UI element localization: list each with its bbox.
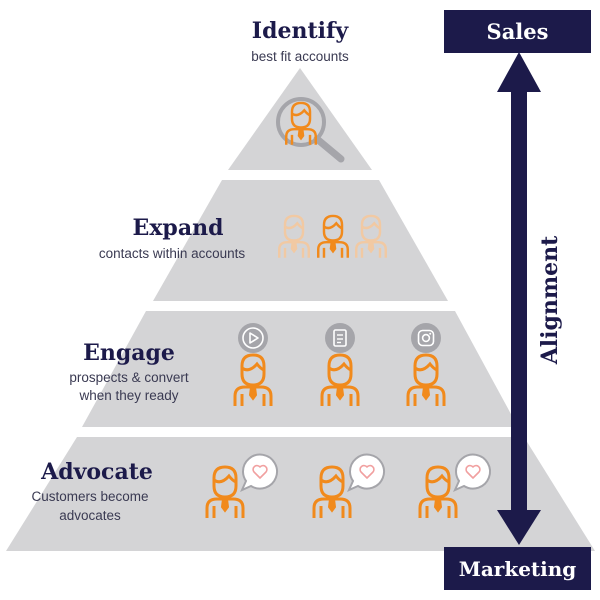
marketing-box: Marketing xyxy=(444,547,591,590)
tier-expand: Expand contacts within accounts xyxy=(99,180,448,301)
search-person-icon xyxy=(276,97,345,163)
tier-expand-band xyxy=(153,180,448,301)
tier-advocate-band xyxy=(6,437,595,551)
instagram-icon xyxy=(411,323,441,353)
sales-box: Sales xyxy=(444,10,591,53)
tier-expand-title: Expand xyxy=(133,215,224,241)
person-heart-bubble-icon xyxy=(205,453,278,520)
alignment-axis: Sales Marketing Alignment xyxy=(444,10,591,590)
tier-expand-subtitle: contacts within accounts xyxy=(99,246,246,261)
tier-advocate-subtitle-line2: advocates xyxy=(59,508,121,523)
alignment-label: Alignment xyxy=(537,235,563,365)
tier-advocate-title: Advocate xyxy=(40,459,153,485)
tier-identify-subtitle: best fit accounts xyxy=(251,49,349,64)
tier-advocate-subtitle-line1: Customers become xyxy=(31,489,148,504)
person-heart-bubble-icon xyxy=(418,453,491,520)
document-icon xyxy=(325,323,355,353)
person-heart-bubble-icon xyxy=(312,453,385,520)
tier-identify: Identify best fit accounts xyxy=(228,18,372,170)
tier-engage-subtitle-line2: when they ready xyxy=(78,388,178,403)
tier-engage-title: Engage xyxy=(83,340,175,366)
tier-identify-band xyxy=(228,68,372,170)
tier-engage-band xyxy=(82,311,518,427)
marketing-label: Marketing xyxy=(459,557,577,581)
play-icon xyxy=(238,323,268,353)
tier-engage: Engage prospects & convert when they rea… xyxy=(69,311,518,427)
tier-advocate: Advocate Customers become advocates xyxy=(6,437,595,551)
double-arrow-icon xyxy=(497,52,541,545)
tier-identify-title: Identify xyxy=(252,18,350,44)
tier-engage-subtitle-line1: prospects & convert xyxy=(69,370,189,385)
sales-label: Sales xyxy=(487,19,549,44)
